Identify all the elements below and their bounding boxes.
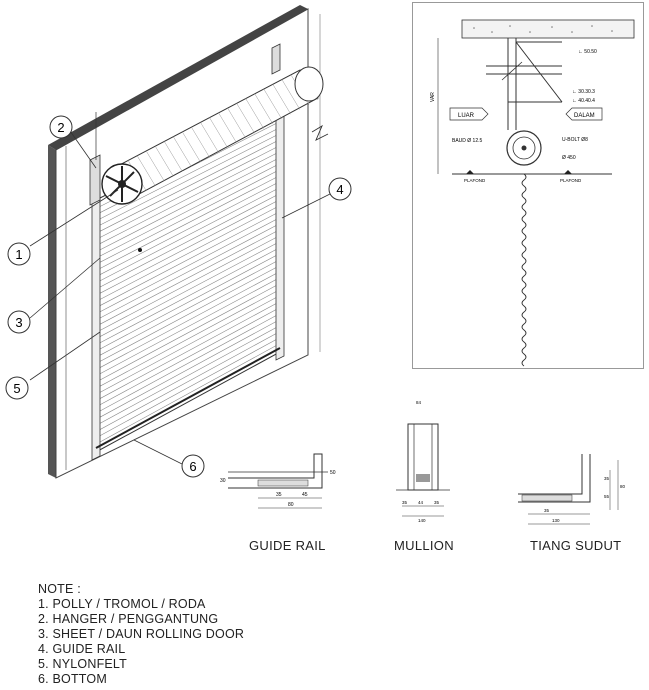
caption-guide-rail: GUIDE RAIL — [249, 538, 326, 553]
rolling-door-isometric: 1 2 3 4 5 6 — [5, 5, 352, 479]
note-item-4: 4. GUIDE RAIL — [38, 642, 126, 656]
svg-text:∟ 50.50: ∟ 50.50 — [578, 49, 597, 55]
drum-end-right — [294, 66, 324, 102]
dalam-tag: DALAM — [565, 107, 603, 121]
luar-tag: LUAR — [449, 107, 489, 121]
guide-rail-detail: 30 50 35 45 80 — [220, 453, 336, 509]
note-block: NOTE : 1. POLLY / TROMOL / RODA 2. HANGE… — [38, 582, 244, 687]
svg-text:50: 50 — [330, 470, 336, 476]
svg-text:4: 4 — [336, 182, 343, 197]
section-detail: PLAFOND PLAFOND VAR LUAR DALAM BAUD Ø 12… — [412, 2, 644, 369]
callout-5: 5 — [5, 376, 29, 400]
svg-text:44: 44 — [418, 500, 424, 505]
tiang-sudut-detail: 35 55 80 35 130 — [518, 454, 626, 525]
bottom-bar — [95, 347, 281, 449]
callout-6: 6 — [181, 454, 205, 478]
svg-text:6: 6 — [189, 459, 196, 474]
hanger-brace — [515, 41, 563, 103]
svg-text:LUAR: LUAR — [458, 113, 475, 119]
svg-text:U-BOLT Ø8: U-BOLT Ø8 — [562, 137, 588, 143]
svg-text:DALAM: DALAM — [574, 113, 595, 119]
caption-mullion: MULLION — [394, 538, 454, 553]
note-item-3: 3. SHEET / DAUN ROLLING DOOR — [38, 627, 245, 641]
svg-text:PLAFOND: PLAFOND — [464, 178, 486, 183]
svg-text:2: 2 — [57, 120, 64, 135]
svg-text:35: 35 — [434, 500, 440, 505]
svg-text:∟ 30.30.3: ∟ 30.30.3 — [572, 89, 595, 95]
break-mark — [501, 61, 523, 81]
svg-text:∟ 40.40.4: ∟ 40.40.4 — [572, 98, 595, 104]
callout-2: 2 — [49, 115, 73, 139]
note-item-6: 6. BOTTOM — [38, 672, 107, 686]
wall-dark-edge — [48, 145, 56, 478]
wall-top-dark — [48, 5, 308, 150]
callout-3: 3 — [7, 310, 31, 334]
section-frame — [412, 2, 644, 369]
note-item-5: 5. NYLONFELT — [38, 657, 127, 671]
mullion-detail: 84 35 44 35 140 — [396, 400, 450, 523]
svg-text:80: 80 — [288, 502, 294, 508]
callout-1: 1 — [7, 242, 31, 266]
svg-text:35: 35 — [276, 492, 282, 498]
wheel-spokes — [105, 166, 139, 202]
svg-text:35: 35 — [604, 476, 610, 481]
ceiling-slab — [461, 19, 635, 39]
door-slats — [96, 115, 280, 444]
svg-text:3: 3 — [15, 315, 22, 330]
note-title: NOTE : — [38, 582, 81, 596]
guide-rail-left — [91, 191, 101, 461]
hanger-bracket-right — [271, 43, 281, 75]
svg-text:Ø 450: Ø 450 — [562, 155, 576, 161]
svg-text:VAR: VAR — [430, 92, 436, 102]
svg-text:55: 55 — [604, 494, 610, 499]
svg-text:BAUD Ø 12.5: BAUD Ø 12.5 — [452, 138, 483, 144]
wall-face — [55, 8, 309, 479]
note-item-2: 2. HANGER / PENGGANTUNG — [38, 612, 219, 626]
svg-text:140: 140 — [418, 518, 426, 523]
sheet-marker — [138, 248, 142, 252]
guide-rail-right — [275, 99, 285, 361]
callout-4: 4 — [328, 177, 352, 201]
slat-profile — [521, 173, 527, 367]
svg-text:30: 30 — [220, 478, 226, 484]
caption-tiang-sudut: TIANG SUDUT — [530, 538, 622, 553]
svg-text:PLAFOND: PLAFOND — [560, 178, 582, 183]
svg-text:130: 130 — [552, 518, 560, 523]
slab-hatch — [473, 25, 613, 33]
note-item-1: 1. POLLY / TROMOL / RODA — [38, 597, 206, 611]
svg-text:80: 80 — [620, 484, 626, 489]
hanger-bracket-left — [89, 154, 101, 206]
svg-text:45: 45 — [302, 492, 308, 498]
svg-text:5: 5 — [13, 381, 20, 396]
leader-lines — [29, 127, 331, 465]
svg-text:35: 35 — [544, 508, 550, 513]
svg-text:35: 35 — [402, 500, 408, 505]
svg-text:1: 1 — [15, 247, 22, 262]
svg-text:84: 84 — [416, 400, 422, 405]
break-symbol — [311, 124, 329, 141]
